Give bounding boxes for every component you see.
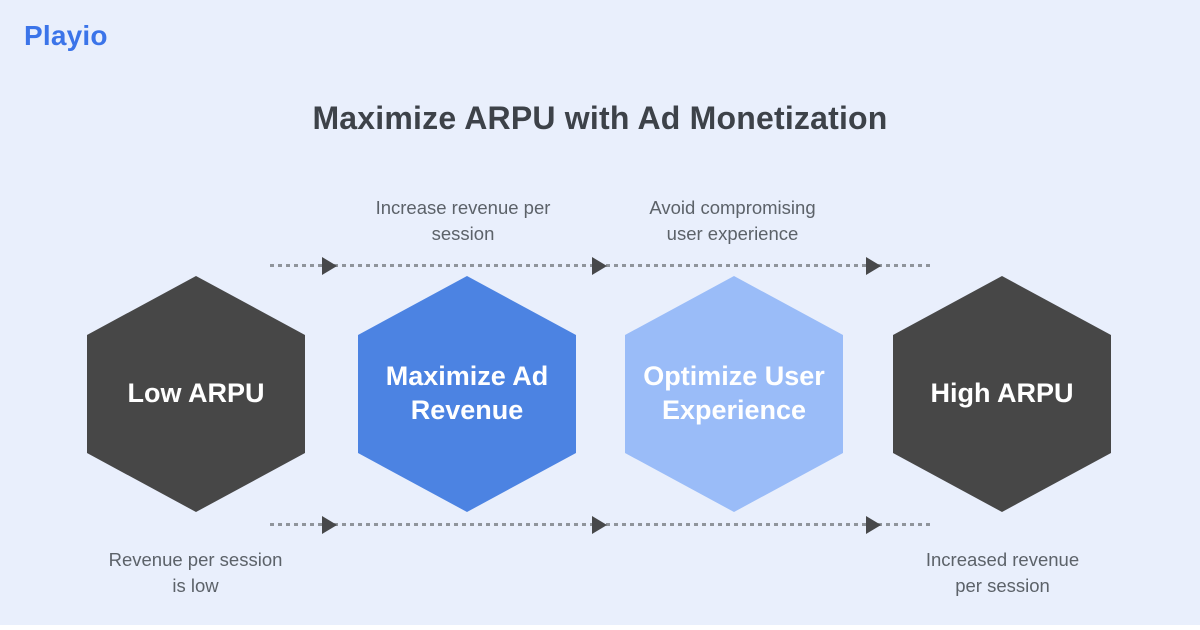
hexagon-label: Low ARPU (127, 378, 265, 409)
hexagon-high-arpu: High ARPU (893, 276, 1111, 512)
arrow-right-icon (322, 257, 337, 275)
arrow-right-icon (866, 516, 881, 534)
arrow-right-icon (592, 516, 607, 534)
hexagon-maximize-ad-revenue: Maximize Ad Revenue (358, 276, 576, 512)
annotation-increase-revenue: Increase revenue per session (375, 197, 551, 245)
hexagon-low-arpu: Low ARPU (87, 276, 305, 512)
hexagon-label: Maximize Ad Revenue (385, 361, 549, 425)
hexagon-label: Optimize User Experience (643, 361, 825, 425)
bottom-edge-divider (0, 625, 1200, 630)
annotation-avoid-compromising: Avoid compromising user experience (649, 197, 816, 245)
arrow-right-icon (866, 257, 881, 275)
annotation-increased-revenue: Increased revenue per session (925, 549, 1080, 597)
hexagon-optimize-user-experience: Optimize User Experience (625, 276, 843, 512)
annotation-revenue-low: Revenue per session is low (108, 549, 283, 597)
arrow-right-icon (592, 257, 607, 275)
arrow-right-icon (322, 516, 337, 534)
brand-logo: Playio (24, 20, 108, 51)
hexagon-label: High ARPU (930, 378, 1074, 409)
page-title: Maximize ARPU with Ad Monetization (312, 100, 888, 136)
